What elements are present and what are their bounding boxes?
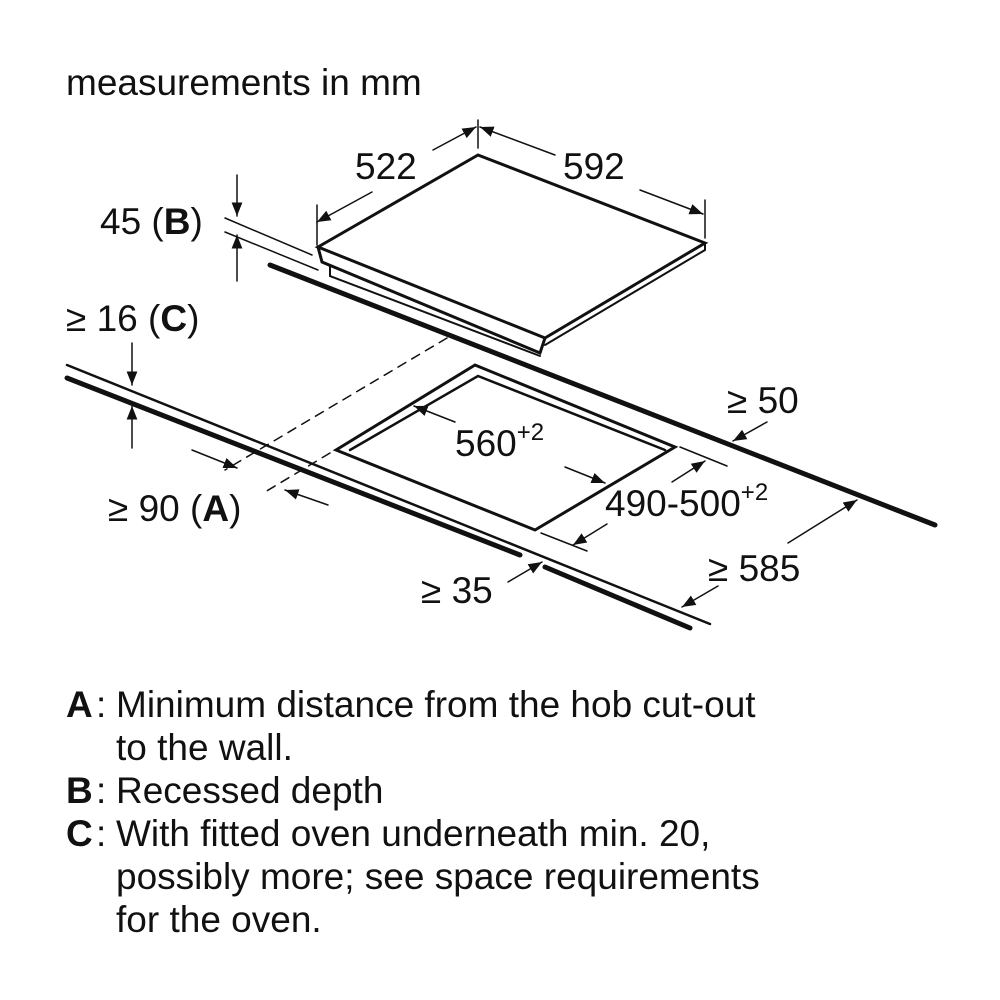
cutout: [332, 363, 679, 532]
hob-width-label: 522: [355, 146, 417, 187]
front-distance-label: ≥ 35: [421, 570, 493, 611]
worktop-top-edge: [65, 363, 712, 626]
worktop-thickness-label: ≥ 16 (C): [66, 298, 200, 339]
hob: [314, 153, 709, 357]
legend-item-b: B: Recessed depth: [66, 770, 384, 811]
legend-item-c: C: With fitted oven underneath min. 20,p…: [66, 813, 760, 940]
diagram-title: measurements in mm: [66, 62, 422, 103]
back-distance-label: ≥ 50: [727, 380, 799, 421]
cutout-width-label: 560+2: [455, 419, 545, 464]
worktop-back-edge: [267, 262, 938, 528]
recess-label: 45 (B): [100, 201, 203, 242]
worktop-depth-label: ≥ 585: [708, 548, 801, 589]
hob-depth-label: 592: [563, 146, 625, 187]
cutout-depth-label: 490-500+2: [605, 479, 769, 524]
legend-item-a: A: Minimum distance from the hob cut-out…: [66, 684, 756, 768]
wall-distance-label: ≥ 90 (A): [108, 488, 242, 529]
legend: A: Minimum distance from the hob cut-out…: [66, 683, 760, 941]
